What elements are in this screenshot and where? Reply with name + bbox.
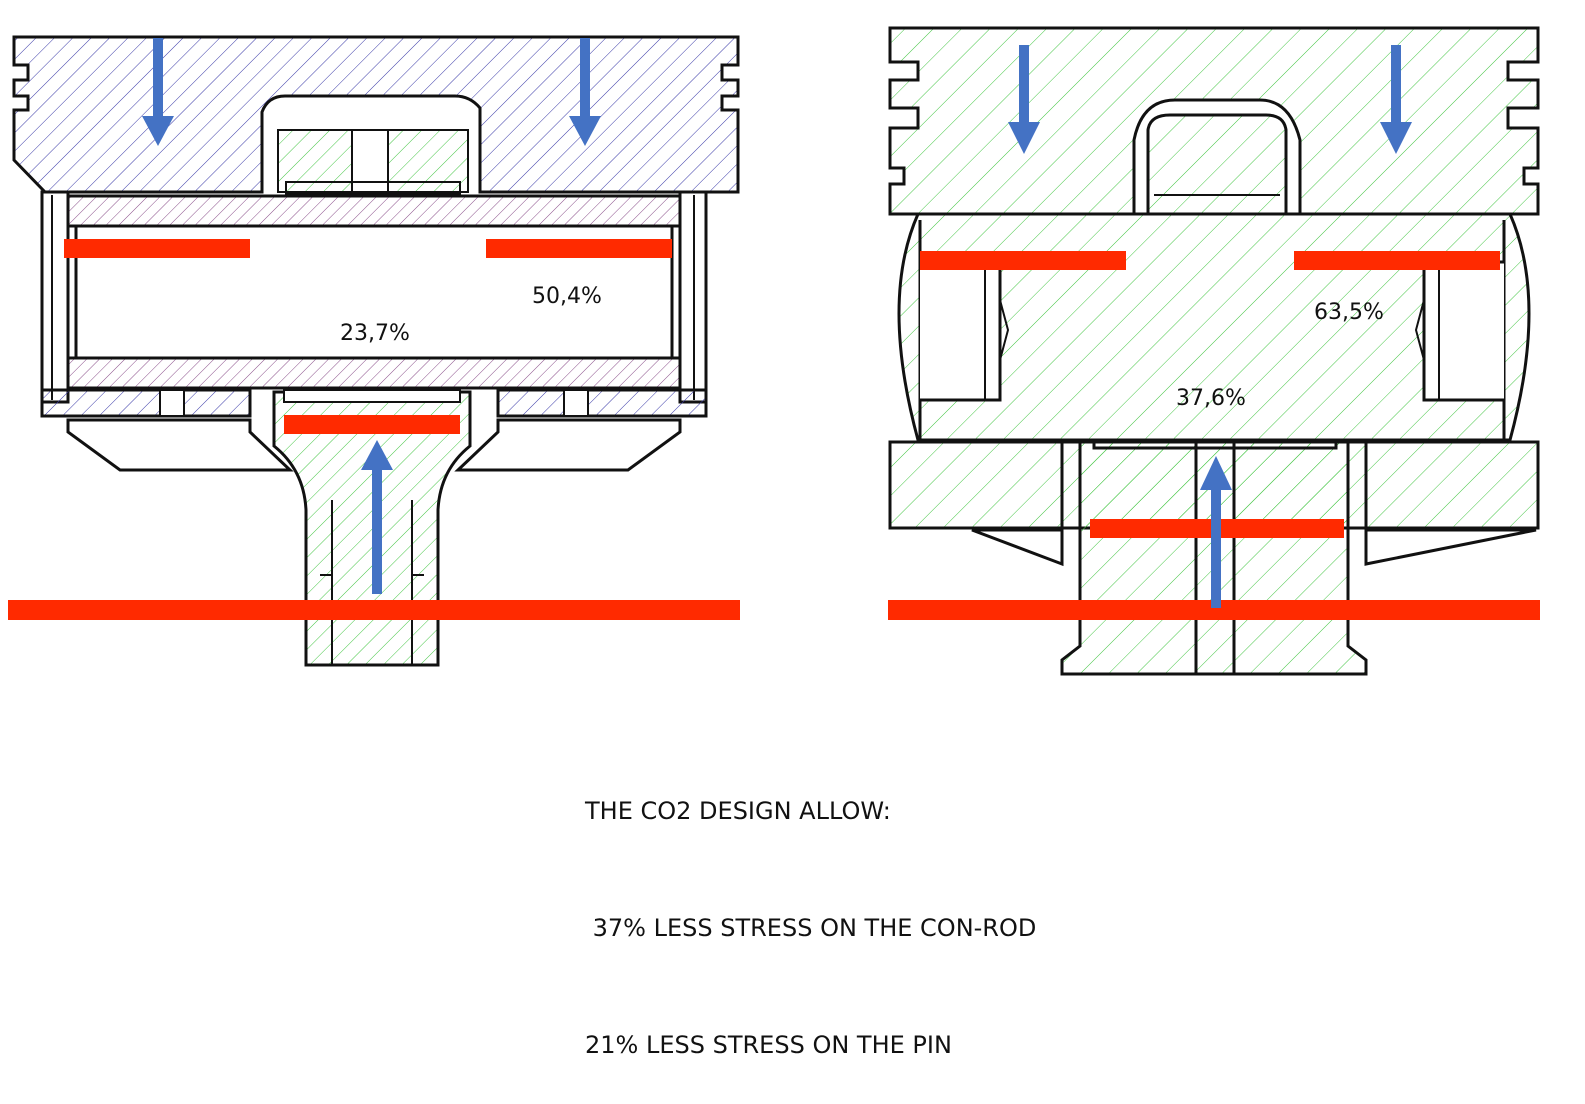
right-pin-stress-label: 37,6% (1176, 386, 1246, 411)
right-pin-stress-line-right (1294, 251, 1500, 270)
right-pin-stress-line-left (920, 251, 1126, 270)
left-piston-figure: 23,7% 50,4% (8, 35, 740, 667)
left-force-arrow-up (361, 440, 393, 594)
left-pin-stress-label: 23,7% (340, 321, 410, 346)
left-pin-stress-line-left (64, 239, 250, 258)
caption-pin-line: 21% LESS STRESS ON THE PIN (585, 1031, 952, 1059)
left-pin-stress-line-right (486, 239, 672, 258)
caption-title: THE CO2 DESIGN ALLOW: (585, 797, 891, 825)
left-force-arrow-down-2 (569, 38, 601, 146)
left-piston-crown (12, 35, 740, 194)
piston-comparison-diagram: 23,7% 50,4% (8, 26, 1540, 676)
right-piston-crown (888, 26, 1540, 216)
right-pin-body (897, 212, 1531, 442)
left-force-arrow-down-1 (142, 38, 174, 146)
left-baseline-stress-line (8, 600, 740, 620)
right-force-arrow-down-2 (1380, 45, 1412, 154)
right-baseline-stress-line (888, 600, 1540, 620)
right-piston-figure: 37,6% 63,5% (888, 26, 1540, 676)
left-conrod-stress-label: 50,4% (532, 284, 602, 309)
left-pin-upper-wall (66, 194, 682, 228)
right-force-arrow-down-1 (1008, 45, 1040, 154)
caption: THE CO2 DESIGN ALLOW: 37% LESS STRESS ON… (585, 714, 1036, 1104)
right-force-arrow-up (1200, 456, 1232, 608)
caption-conrod-line: 37% LESS STRESS ON THE CON-ROD (585, 914, 1037, 942)
right-conrod-stress-label: 63,5% (1314, 300, 1384, 325)
left-pin-lower-wall (66, 356, 682, 390)
left-conrod-stress-line-top (284, 415, 460, 434)
